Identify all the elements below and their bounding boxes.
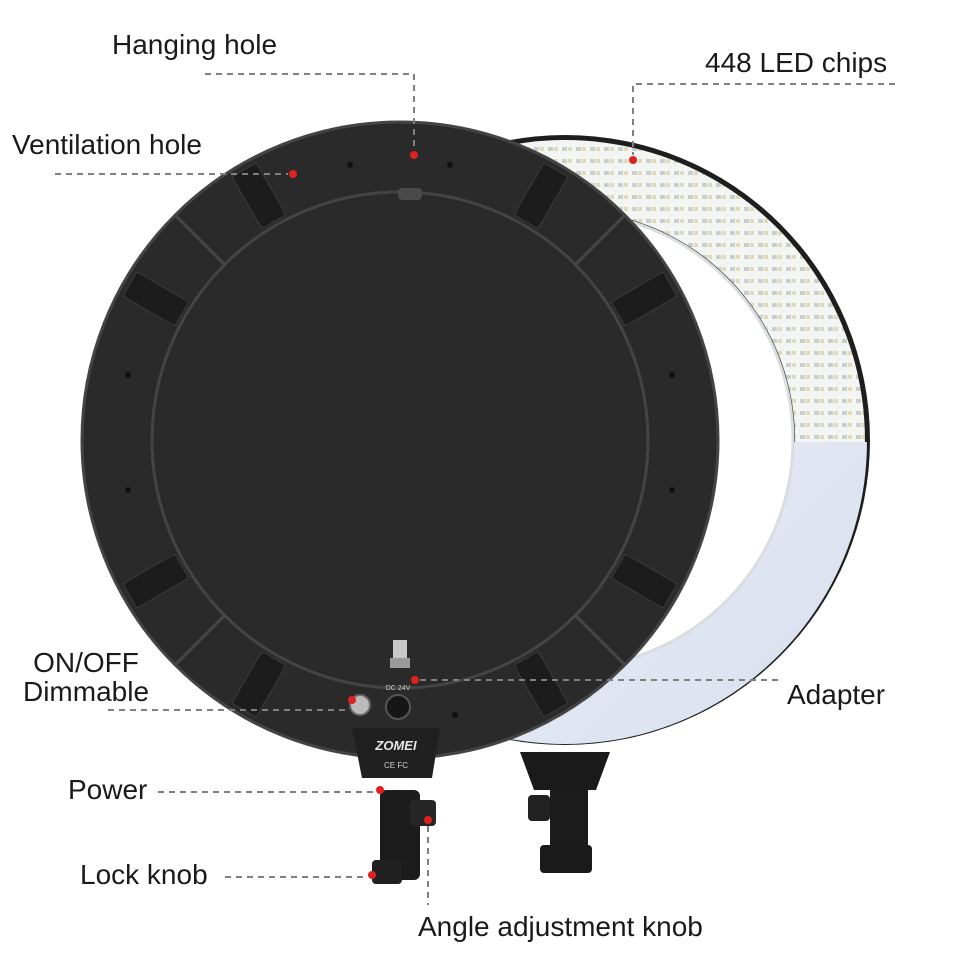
label-angle-adjustment-knob: Angle adjustment knob	[418, 911, 703, 942]
label-ventilation-hole: Ventilation hole	[12, 129, 202, 160]
marker-angle-knob	[424, 816, 432, 824]
marker-power	[376, 786, 384, 794]
leader-led-chips	[632, 83, 895, 155]
marker-hanging-hole	[410, 151, 418, 159]
leader-hanging-hole	[205, 73, 415, 150]
brand-logo: ZOMEI	[374, 738, 417, 753]
marker-on-off	[348, 696, 356, 704]
label-led-chips: 448 LED chips	[705, 47, 888, 78]
label-hanging-hole: Hanging hole	[112, 29, 278, 60]
dc-input-label: DC 24V	[386, 685, 411, 692]
rear-stand-mount	[520, 752, 610, 873]
front-ring-housing	[80, 120, 720, 760]
label-adapter: Adapter	[787, 679, 886, 710]
marker-lock-knob	[368, 871, 376, 879]
marker-led-chips	[629, 156, 637, 164]
control-panel: DC 24V	[349, 640, 411, 720]
label-on-off: ON/OFF	[33, 647, 139, 678]
label-lock-knob: Lock knob	[80, 859, 208, 890]
marker-adapter	[411, 676, 419, 684]
label-dimmable: Dimmable	[22, 676, 150, 708]
label-power: Power	[68, 774, 148, 805]
label-on-off-dimmable: ON/OFF Dimmable	[12, 648, 160, 707]
front-bracket: ZOMEI CE FC	[352, 728, 440, 884]
marker-ventilation-hole	[289, 170, 297, 178]
cert-marks: CE FC	[384, 761, 408, 770]
power-socket	[385, 694, 411, 720]
